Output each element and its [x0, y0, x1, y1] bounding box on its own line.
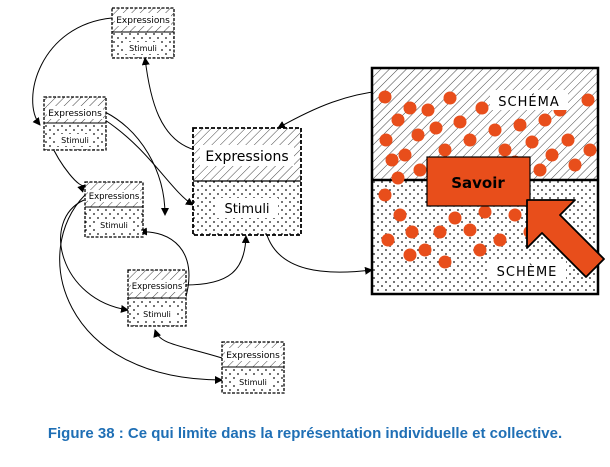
knowledge-dot	[391, 171, 405, 185]
knowledge-dot	[463, 133, 477, 147]
knowledge-dot	[421, 103, 435, 117]
box-bottom-stimuli-label: Stimuli	[239, 378, 267, 387]
knowledge-dot	[411, 128, 425, 142]
box-center: Expressions Stimuli	[192, 127, 302, 236]
knowledge-dot	[581, 93, 595, 107]
arrow-left4-to-center	[184, 235, 250, 286]
knowledge-dot	[513, 118, 527, 132]
arrow-left3-loop	[59, 194, 223, 384]
arrow-left3-to-left4	[60, 199, 129, 313]
box-left-2: Expressions Stimuli	[43, 96, 107, 151]
knowledge-dot	[433, 225, 447, 239]
schema-scheme-panel: SCHÉMA SCHÈME Savoir	[370, 66, 605, 296]
knowledge-dot	[385, 153, 399, 167]
box-bottom: Expressions Stimuli	[221, 341, 285, 394]
box-left-2-stimuli-label: Stimuli	[61, 136, 89, 145]
box-top-stimuli-label: Stimuli	[129, 44, 157, 53]
arrow-center-to-panel	[264, 227, 373, 275]
box-left-4: Expressions Stimuli	[127, 269, 187, 327]
box-left-3-expressions-label: Expressions	[89, 192, 140, 202]
savoir-box	[426, 156, 531, 207]
knowledge-diagram: Expressions Stimuli Expressions Stimuli …	[32, 7, 605, 394]
savoir-label: Savoir	[451, 174, 505, 192]
knowledge-dot	[379, 133, 393, 147]
knowledge-dot	[429, 121, 443, 135]
box-top-expressions-label: Expressions	[116, 16, 170, 26]
knowledge-dot	[525, 135, 539, 149]
knowledge-dot	[398, 148, 412, 162]
knowledge-dot	[413, 163, 427, 177]
arrow-top-to-left2	[32, 17, 113, 126]
knowledge-dots	[378, 90, 597, 269]
knowledge-dot	[443, 91, 457, 105]
knowledge-dot	[381, 233, 395, 247]
knowledge-dot	[545, 148, 559, 162]
arrow-bottom-to-left4	[153, 329, 223, 359]
knowledge-dot	[533, 163, 547, 177]
box-center-expressions-label: Expressions	[205, 149, 288, 165]
knowledge-dot	[475, 101, 489, 115]
knowledge-dot	[473, 243, 487, 257]
knowledge-dot	[403, 248, 417, 262]
box-left-4-stimuli-label: Stimuli	[143, 310, 171, 319]
knowledge-dot	[568, 158, 582, 172]
knowledge-dot	[493, 233, 507, 247]
box-center-stimuli-label: Stimuli	[224, 202, 269, 217]
knowledge-dot	[393, 208, 407, 222]
knowledge-dot	[508, 208, 522, 222]
knowledge-dot	[418, 243, 432, 257]
knowledge-dot	[403, 101, 417, 115]
knowledge-dot	[438, 143, 452, 157]
knowledge-dot	[488, 123, 502, 137]
box-top: Expressions Stimuli	[111, 7, 175, 59]
box-left-3: Expressions Stimuli	[84, 181, 144, 238]
knowledge-dot	[391, 113, 405, 127]
pointer-arrow-icon	[526, 199, 605, 278]
box-bottom-expressions-label: Expressions	[226, 351, 280, 361]
knowledge-dot	[498, 143, 512, 157]
box-left-4-expressions-label: Expressions	[132, 282, 183, 292]
knowledge-dot	[378, 188, 392, 202]
box-left-3-stimuli-label: Stimuli	[100, 221, 128, 230]
knowledge-dot	[583, 143, 597, 157]
knowledge-dot	[405, 225, 419, 239]
knowledge-dot	[448, 211, 462, 225]
knowledge-dot	[478, 205, 492, 219]
scheme-zone-label: SCHÈME	[497, 264, 558, 280]
knowledge-dot	[561, 133, 575, 147]
figure-caption: Figure 38 : Ce qui limite dans la représ…	[47, 425, 563, 442]
knowledge-dot	[538, 113, 552, 127]
arrow-left4-to-left3	[139, 227, 190, 301]
arrow-center-to-top	[141, 57, 196, 151]
schema-zone-label: SCHÉMA	[498, 94, 559, 110]
knowledge-dot	[463, 223, 477, 237]
knowledge-dot	[438, 255, 452, 269]
knowledge-dot	[453, 115, 467, 129]
arrow-left2-to-center	[104, 119, 194, 206]
arrow-left2-to-left3	[104, 111, 169, 216]
knowledge-dot	[378, 90, 392, 104]
box-left-2-expressions-label: Expressions	[48, 109, 102, 119]
